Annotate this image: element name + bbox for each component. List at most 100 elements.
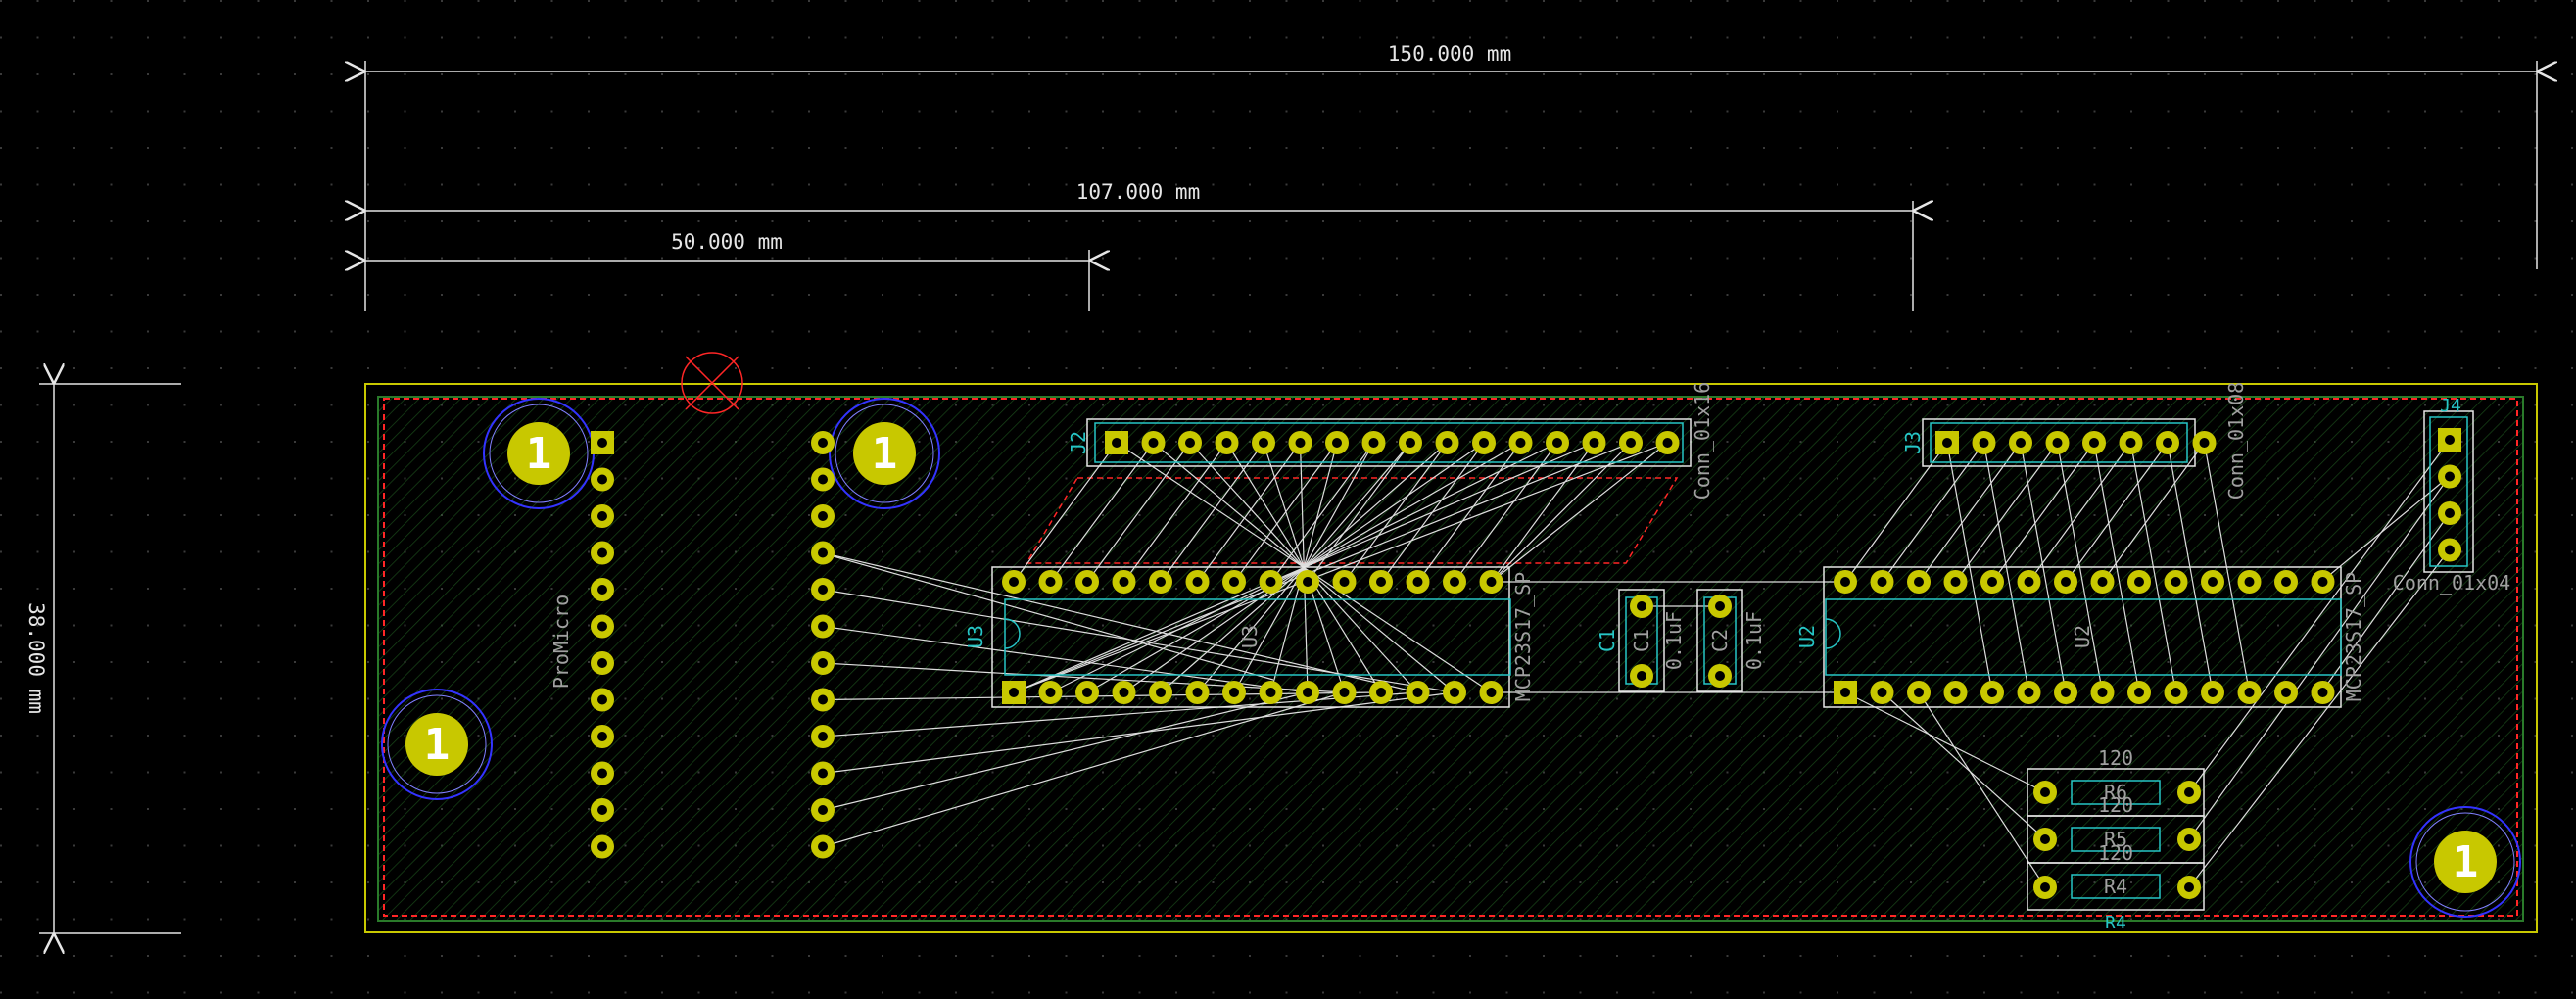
promicro-pad-right-drill	[818, 841, 828, 852]
fill-zone-outline	[377, 396, 2524, 922]
ratsnest-line	[822, 552, 1274, 681]
resistor-pad-drill	[2184, 787, 2194, 797]
u2-pad-top-drill	[2317, 577, 2328, 587]
dimension-107mm[interactable]	[365, 201, 1913, 311]
u2-pad-bottom-drill	[1950, 688, 1961, 697]
u3-pad-bottom-drill	[1450, 688, 1459, 697]
u3-pad-bottom-drill	[1376, 688, 1386, 697]
u2-pad-bottom-drill	[1987, 688, 1997, 697]
u2-pad-top-drill	[2208, 577, 2218, 587]
dimension-38mm-label: 38.000 mm	[24, 602, 48, 714]
promicro-pad-right-drill	[818, 438, 828, 448]
dimension-150mm-label: 150.000 mm	[1388, 42, 1511, 66]
r4-ref-label-silk: R4	[2105, 913, 2126, 933]
u2-pad-top-drill	[2281, 577, 2291, 587]
dimension-38mm[interactable]	[39, 384, 181, 933]
ratsnest-line	[822, 551, 1418, 693]
u3-ref-label-silk: U3	[964, 625, 987, 648]
promicro-pad-right-drill	[818, 768, 828, 779]
u3-pad-top-drill	[1303, 577, 1312, 587]
j3-pad-drill	[2125, 438, 2136, 448]
promicro-pad-left-drill	[597, 694, 607, 705]
mounting-hole-pad[interactable]	[2434, 831, 2497, 893]
j2-pad-drill	[1552, 438, 1562, 448]
u2-pad-bottom-drill	[2061, 688, 2071, 697]
u3-pad-bottom-drill	[1082, 688, 1092, 697]
resistor-pad-drill	[2040, 787, 2050, 797]
u2-pad-bottom-drill	[2208, 688, 2218, 697]
u2-pad-bottom-drill	[2024, 688, 2034, 697]
u3-pad-bottom-drill	[1045, 688, 1056, 697]
dimension-50mm[interactable]	[365, 250, 1089, 311]
j2-pad-drill	[1185, 438, 1195, 448]
u3-pad-top-drill	[1265, 577, 1276, 587]
ratsnest-line	[1918, 691, 2046, 888]
promicro-pad-right-drill	[818, 585, 828, 595]
j3-pad-drill	[2016, 438, 2026, 448]
ratsnest-line	[822, 691, 1382, 701]
promicro-pad-left-drill	[597, 474, 607, 485]
u2-pad-top-drill	[2171, 577, 2181, 587]
mounting-hole-pad[interactable]	[507, 422, 570, 485]
u3-pad-bottom-drill	[1156, 688, 1166, 697]
ratsnest-line	[1882, 691, 2046, 840]
j4-pad-drill	[2445, 508, 2455, 518]
u3-pad-bottom-drill	[1192, 688, 1203, 697]
u3-pad-top-drill	[1009, 577, 1019, 587]
promicro-pad-right-drill	[818, 474, 828, 485]
j2-pad-drill	[1406, 438, 1415, 448]
mounting-hole-keepout	[2415, 812, 2515, 912]
u2-pad-top-drill	[1877, 577, 1887, 587]
u3-pad-bottom-drill	[1119, 688, 1129, 697]
u3-pad-top-drill	[1229, 577, 1239, 587]
mounting-hole-label: 1	[424, 720, 451, 770]
u2-pad-top-drill	[2244, 577, 2255, 587]
j2-pad-drill	[1368, 438, 1379, 448]
mounting-hole-pad[interactable]	[405, 713, 468, 776]
u2-pad-bottom-drill	[2317, 688, 2328, 697]
u2-pad-top-drill	[2024, 577, 2034, 587]
u2-pad-bottom-drill	[2281, 688, 2291, 697]
u3-pad-bottom-drill	[1229, 688, 1239, 697]
u2-ref-label-silk: U2	[1795, 625, 1819, 648]
board-edge[interactable]	[364, 383, 2538, 933]
mounting-hole-ring	[381, 689, 493, 800]
j3-pad-drill	[1942, 438, 1952, 448]
u2-pad-top-drill	[2097, 577, 2108, 587]
u2-pad-top-drill	[1950, 577, 1961, 587]
promicro-pad-right-drill	[818, 805, 828, 815]
promicro-pad-right-drill	[818, 621, 828, 632]
u3-ref-label-fab: U3	[1238, 625, 1262, 648]
j2-pad-drill	[1295, 438, 1306, 448]
mounting-hole-pad[interactable]	[853, 422, 916, 485]
j4-pad-drill	[2445, 471, 2455, 482]
j4-value-label: Conn_01x04	[2393, 571, 2510, 595]
j2-pad-drill	[1112, 438, 1121, 448]
promicro-pad-left-drill	[597, 841, 607, 852]
mounting-hole-label: 1	[872, 429, 898, 479]
u2-pad-bottom-drill	[1914, 688, 1924, 697]
promicro-pad-left-drill	[597, 621, 607, 632]
j2-pad-drill	[1589, 438, 1599, 448]
u3-pad-bottom-drill	[1486, 688, 1497, 697]
j2-courtyard	[1025, 477, 1679, 564]
footprint-outlines	[991, 410, 2474, 911]
pads[interactable]	[591, 428, 2461, 899]
ratsnest-line	[1844, 691, 2046, 793]
promicro-pad-right-drill	[818, 732, 828, 741]
c1-pad-drill	[1637, 601, 1646, 611]
keepout-outline	[383, 398, 2518, 917]
promicro-value-label: ProMicro	[549, 595, 573, 689]
j2-pad-drill	[1515, 438, 1526, 448]
j3-pad-drill	[2052, 438, 2063, 448]
c1-ref-label-fab: C1	[1630, 629, 1653, 652]
promicro-pad-left-drill	[597, 732, 607, 741]
mounting-hole-ring	[829, 398, 940, 509]
j2-pad-drill	[1259, 438, 1268, 448]
r5-ref-label: R5	[2104, 828, 2127, 851]
dimension-107mm-label: 107.000 mm	[1076, 180, 1200, 204]
promicro-pad-right-drill	[818, 511, 828, 521]
promicro-pad-left-drill	[597, 585, 607, 595]
